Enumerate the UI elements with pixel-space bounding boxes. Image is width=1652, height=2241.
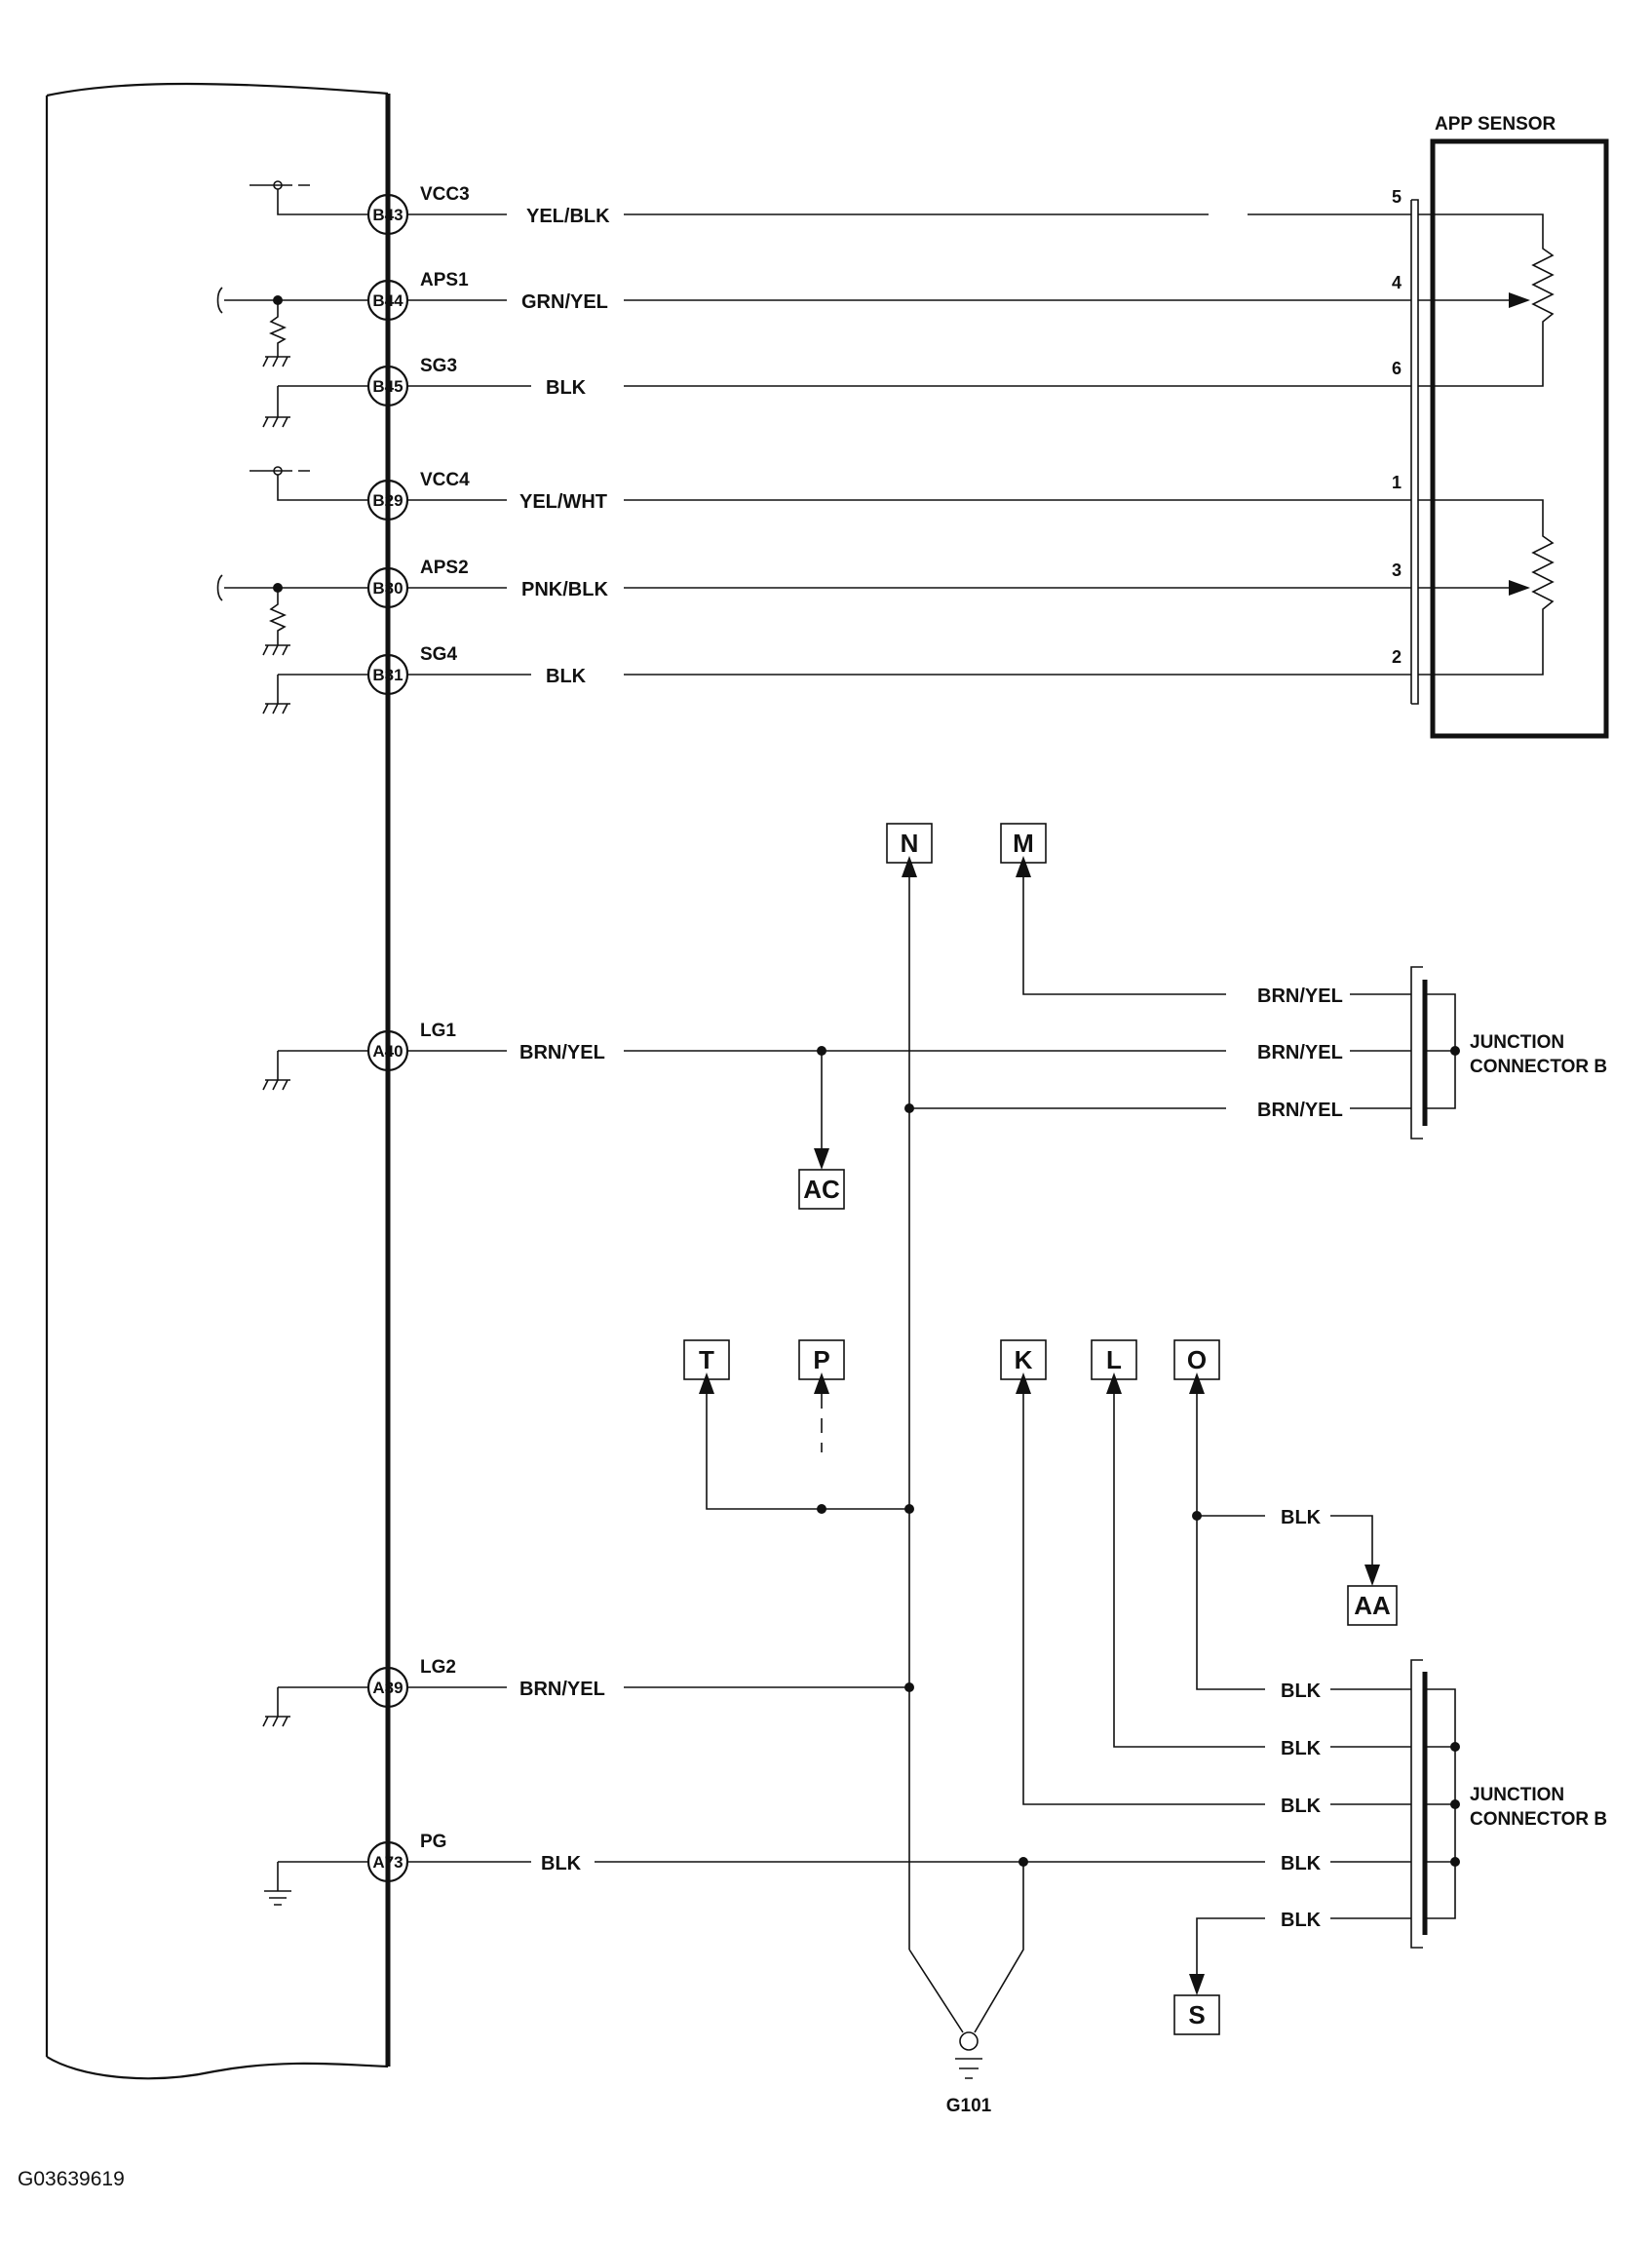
connector-t: T [699,1345,714,1374]
wire-label-sg3: BLK [546,377,587,399]
ground-label-g101: G101 [946,2096,992,2116]
pin-b45-label: B45 [372,377,403,396]
connector-m: M [1013,829,1034,858]
app-terminal-2: 2 [1392,647,1402,667]
connector-s: S [1188,2000,1205,2029]
app-terminal-1: 1 [1392,473,1402,492]
pin-a73-label: A73 [372,1853,403,1872]
pin-a39-label: A39 [372,1679,403,1697]
wire-label-sg4: BLK [546,666,587,687]
pin-b29-label: B29 [372,491,403,510]
connector-m-box [1000,823,1047,864]
connector-k-box [1000,1339,1047,1380]
connector-ac: AC [803,1175,840,1204]
app-sensor-title: APP SENSOR [1435,114,1556,135]
pin-b43-label: B43 [372,206,403,224]
jc-lower-wire-2: BLK [1281,1738,1322,1759]
jc-upper-wire-3: BRN/YEL [1257,1100,1343,1121]
wire-label-lg1: BRN/YEL [519,1042,605,1063]
jc-lower-label-line1: JUNCTION [1470,1785,1564,1805]
connector-p-box [798,1339,845,1380]
signal-sg3: SG3 [420,356,457,376]
lg1-network: BRN/YEL BRN/YEL BRN/YEL BRN/YEL [407,856,1411,1950]
app-terminal-4: 4 [1392,273,1402,292]
signal-pg: PG [420,1832,446,1852]
connector-ac-box [798,1169,845,1210]
pin-b31-label: B31 [372,666,403,684]
jc-upper-label-line2: CONNECTOR B [1470,1057,1607,1077]
app-terminal-6: 6 [1392,359,1402,378]
app-potentiometer-1 [1418,213,1555,387]
wire-label-aps2: PNK/BLK [521,579,608,600]
junction-connector-lower: JUNCTION CONNECTOR B [1410,1659,1607,1949]
signal-lg1: LG1 [420,1021,456,1041]
connector-tags: N M AC T P K L O AA S [683,823,1398,2035]
signal-vcc4: VCC4 [420,470,470,490]
app-terminal-5: 5 [1392,187,1402,207]
wire-label-lg2: BRN/YEL [519,1679,605,1700]
wire-label-vcc4: YEL/WHT [519,491,607,513]
connector-o: O [1187,1345,1207,1374]
app-potentiometer-2 [1418,499,1555,676]
connector-s-box [1173,1994,1220,2035]
wire-label-blk-aa: BLK [1281,1507,1322,1528]
jc-lower-wire-3: BLK [1281,1796,1322,1817]
connector-o-box [1173,1339,1220,1380]
figure-id: G03639619 [18,2168,125,2190]
connector-n: N [901,829,919,858]
pin-b44-label: B44 [372,291,403,310]
ecm-pins: B43 VCC3 B44 APS1 B45 SG3 B29 VCC4 B30 A… [366,184,470,1883]
ecm-internal-circuits [216,180,368,1906]
app-sensor: APP SENSOR 5 4 6 1 3 2 [1392,114,1609,739]
signal-sg4: SG4 [420,644,457,665]
pin-a40-label: A40 [372,1042,403,1061]
connector-n-box [886,823,933,864]
wire-label-aps1: GRN/YEL [521,291,608,313]
connector-aa-box [1347,1585,1398,1626]
connector-p: P [813,1345,829,1374]
jc-upper-wire-2: BRN/YEL [1257,1042,1343,1063]
junction-connector-upper: JUNCTION CONNECTOR B [1410,966,1607,1140]
pin-b30-label: B30 [372,579,403,598]
connector-k: K [1015,1345,1033,1374]
jc-upper-label-line1: JUNCTION [1470,1032,1564,1053]
jc-lower-wire-1: BLK [1281,1681,1322,1702]
app-terminal-3: 3 [1392,560,1402,580]
app-sensor-housing [1430,138,1609,739]
signal-aps1: APS1 [420,270,469,290]
ecm-body [45,82,391,2080]
wire-label-vcc3: YEL/BLK [526,206,610,227]
signal-lg2: LG2 [420,1657,456,1678]
app-sensor-wires: YEL/BLK GRN/YEL BLK YEL/WHT PNK/BLK BLK [407,206,1411,687]
connector-t-box [683,1339,730,1380]
lower-ground-network: BRN/YEL BLK BLK BLK BLK BLK BLK BLK G101 [407,1372,1411,2116]
jc-lower-wire-5: BLK [1281,1910,1322,1931]
connector-l: L [1106,1345,1122,1374]
wire-label-pg: BLK [541,1853,582,1874]
jc-lower-wire-4: BLK [1281,1853,1322,1874]
jc-lower-label-line2: CONNECTOR B [1470,1809,1607,1830]
jc-upper-wire-1: BRN/YEL [1257,985,1343,1007]
connector-aa: AA [1354,1591,1391,1620]
signal-aps2: APS2 [420,558,469,578]
connector-l-box [1091,1339,1137,1380]
signal-vcc3: VCC3 [420,184,470,205]
